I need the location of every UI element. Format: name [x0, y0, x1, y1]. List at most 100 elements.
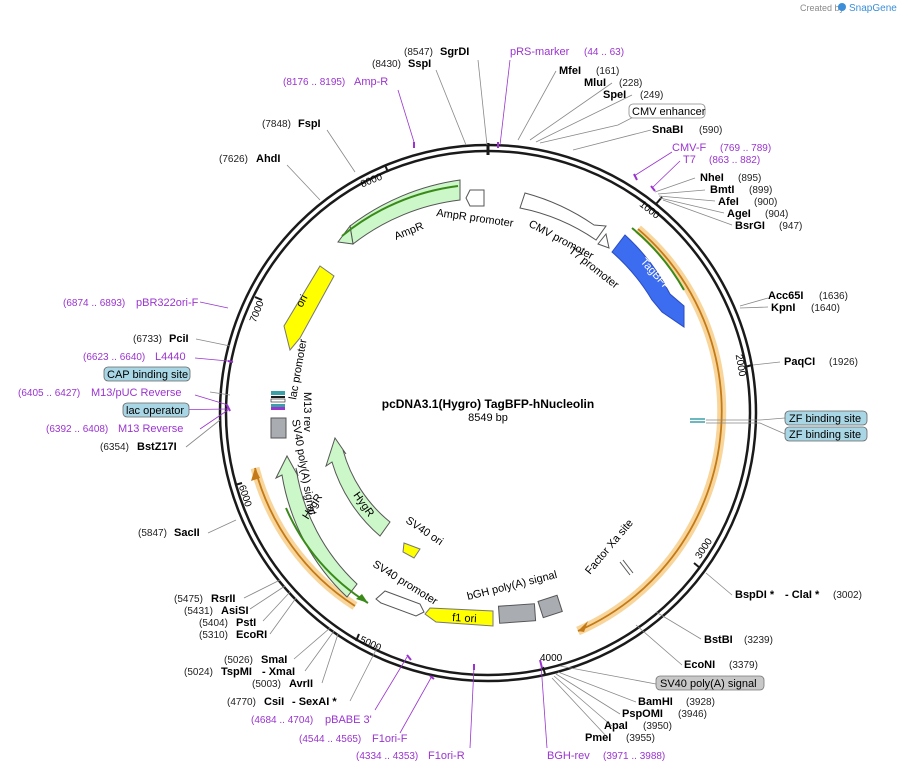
bmti-name[interactable]: BmtI	[710, 184, 734, 196]
map-length: 8549 bp	[468, 412, 508, 424]
ori-feature[interactable]	[283, 265, 335, 352]
spei-pos: (249)	[640, 90, 663, 101]
csii-pos: (4770)	[227, 697, 256, 708]
smai-pos: (5026)	[224, 655, 253, 666]
sexai-name[interactable]: - SexAI *	[292, 696, 337, 708]
prs-marker-name[interactable]: pRS-marker	[510, 46, 570, 58]
mlui-name[interactable]: MluI	[584, 77, 606, 89]
m13-reverse-name[interactable]: M13 Reverse	[118, 423, 183, 435]
nhei-name[interactable]: NheI	[700, 172, 724, 184]
clai-name[interactable]: - ClaI *	[785, 589, 820, 601]
sv40-polya-right-feature[interactable]	[537, 594, 563, 619]
sspi-name[interactable]: SspI	[408, 58, 431, 70]
apai-name[interactable]: ApaI	[604, 720, 628, 732]
mfei-name[interactable]: MfeI	[559, 65, 581, 77]
sv40-polya-label[interactable]: SV40 poly(A) signal	[660, 678, 757, 690]
ampr-green-line	[341, 185, 459, 237]
zf-binding-site-2-label[interactable]: ZF binding site	[789, 429, 861, 441]
smai-name[interactable]: SmaI	[261, 654, 287, 666]
kpni-pos: (1640)	[811, 303, 840, 314]
pcii-name[interactable]: PciI	[169, 333, 189, 345]
apai-pos: (3950)	[643, 721, 672, 732]
bamhi-name[interactable]: BamHI	[638, 696, 673, 708]
bstz17i-name[interactable]: BstZ17I	[137, 441, 177, 453]
m13-reverse-pos: (6392 .. 6408)	[46, 424, 108, 435]
pbr322ori-f-name[interactable]: pBR322ori-F	[136, 297, 199, 309]
sv40-polya-inner-feature[interactable]	[270, 417, 287, 439]
m13-rev-feature[interactable]	[271, 404, 285, 408]
f1-ori-feature[interactable]	[424, 607, 494, 627]
f1ori-f-name[interactable]: F1ori-F	[372, 733, 408, 745]
pbabe3-name[interactable]: pBABE 3'	[325, 714, 372, 726]
hygr-inner-feature[interactable]	[325, 436, 391, 537]
paqci-name[interactable]: PaqCI	[784, 356, 815, 368]
acc65i-pos: (1636)	[819, 291, 848, 302]
pcii-pos: (6733)	[133, 334, 162, 345]
acc65i-name[interactable]: Acc65I	[768, 290, 803, 302]
sgrdi-pos: (8547)	[404, 47, 433, 58]
bstbi-name[interactable]: BstBI	[704, 634, 733, 646]
ampr-promoter-label: AmpR promoter	[436, 207, 515, 230]
bspdi-name[interactable]: BspDI *	[735, 589, 775, 601]
cmv-promoter-feature[interactable]	[519, 192, 607, 241]
cmv-enhancer-label[interactable]: CMV enhancer	[632, 106, 706, 118]
econi-name[interactable]: EcoNI	[684, 659, 715, 671]
tspmi-name[interactable]: TspMI	[221, 666, 252, 678]
cap-binding-site-label[interactable]: CAP binding site	[107, 369, 188, 381]
rsrii-name[interactable]: RsrII	[211, 593, 235, 605]
sv40-promoter-feature[interactable]	[375, 590, 425, 617]
fspi-name[interactable]: FspI	[298, 118, 321, 130]
f1ori-r-name[interactable]: F1ori-R	[428, 750, 465, 762]
asisi-pos: (5431)	[184, 606, 213, 617]
pspomi-pos: (3946)	[678, 709, 707, 720]
ampr-promoter-feature[interactable]	[465, 189, 485, 207]
t7-promoter-feature[interactable]	[597, 232, 610, 249]
cmv-enhancer-box	[628, 103, 706, 119]
sv40-ori-feature[interactable]	[402, 542, 421, 559]
lac-operator-label[interactable]: lac operator	[126, 405, 184, 417]
tagbfp-feature[interactable]	[611, 234, 685, 328]
m13-primer-mark	[271, 407, 285, 410]
bgh-rev-name[interactable]: BGH-rev	[547, 750, 590, 762]
lac-promoter-feature[interactable]	[271, 391, 285, 395]
snabi-name[interactable]: SnaBI	[652, 124, 683, 136]
hygr-green-line	[285, 507, 369, 604]
csii-name[interactable]: CsiI	[264, 696, 284, 708]
pmei-name[interactable]: PmeI	[585, 732, 611, 744]
t7-name[interactable]: T7	[683, 154, 696, 166]
m13-puc-reverse-name[interactable]: M13/pUC Reverse	[91, 387, 181, 399]
pbabe3-pos: (4684 .. 4704)	[251, 715, 313, 726]
lac-operator-feature[interactable]	[270, 398, 286, 403]
primer-leader-lines	[159, 59, 681, 749]
bgh-polya-feature[interactable]	[497, 603, 537, 624]
ecori-name[interactable]: EcoRI	[236, 629, 267, 641]
factor-xa-label: Factor Xa site	[583, 517, 636, 577]
cmv-f-pos: (769 .. 789)	[720, 143, 771, 154]
cap-site-feature[interactable]	[271, 396, 285, 398]
pspomi-name[interactable]: PspOMI	[622, 708, 663, 720]
agei-name[interactable]: AgeI	[727, 208, 751, 220]
amp-r-name[interactable]: Amp-R	[354, 76, 388, 88]
sacii-name[interactable]: SacII	[174, 527, 200, 539]
zf-binding-site-1-label[interactable]: ZF binding site	[789, 413, 861, 425]
avrii-name[interactable]: AvrII	[289, 678, 313, 690]
ahdi-pos: (7626)	[219, 154, 248, 165]
kpni-name[interactable]: KpnI	[771, 302, 795, 314]
spei-name[interactable]: SpeI	[603, 89, 626, 101]
tick-7000-mark	[254, 296, 263, 301]
ahdi-name[interactable]: AhdI	[256, 153, 280, 165]
afei-name[interactable]: AfeI	[718, 196, 739, 208]
asisi-name[interactable]: AsiSI	[221, 605, 249, 617]
tick-5000: 5000	[358, 635, 383, 655]
lac-operator-box	[122, 402, 190, 418]
cmv-f-name[interactable]: CMV-F	[672, 142, 707, 154]
orf-line-right	[577, 228, 723, 632]
hygr-outer-feature[interactable]	[274, 454, 358, 598]
psti-name[interactable]: PstI	[236, 617, 256, 629]
credit-prefix: Created by	[800, 3, 845, 13]
l4440-name[interactable]: L4440	[155, 351, 186, 363]
bsrgi-name[interactable]: BsrGI	[735, 220, 765, 232]
sgrdi-name[interactable]: SgrDI	[440, 46, 469, 58]
xmai-name[interactable]: - XmaI	[262, 666, 295, 678]
